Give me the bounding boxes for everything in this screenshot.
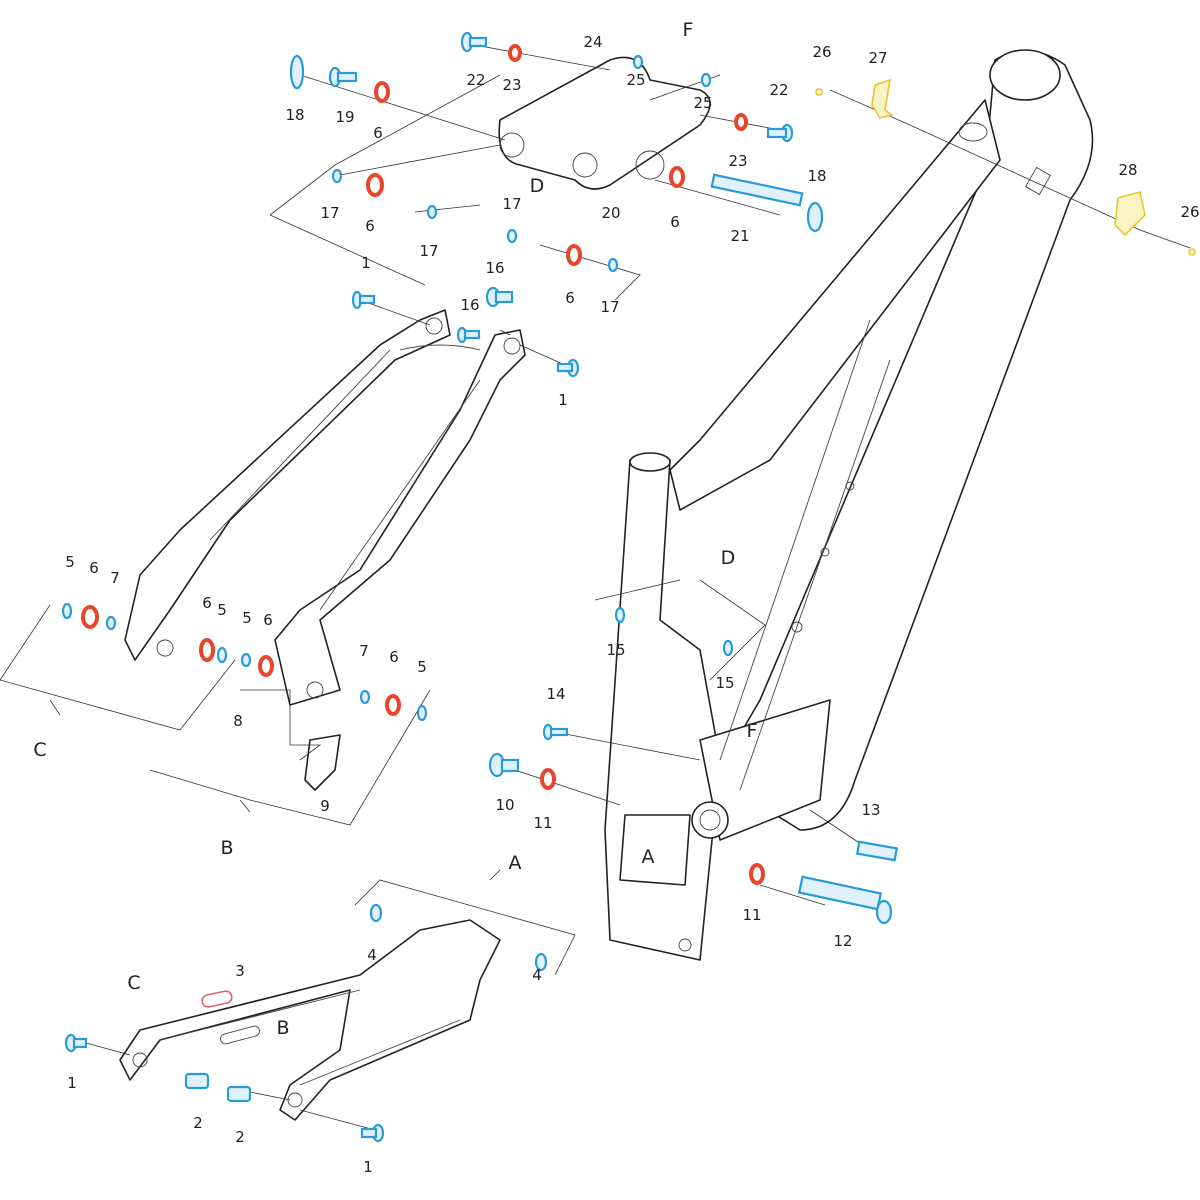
callout: 27 (868, 49, 887, 67)
callout: 4 (367, 946, 377, 964)
callout: 16 (460, 296, 479, 314)
callout: 25 (626, 71, 645, 89)
callout: 16 (485, 259, 504, 277)
callout: 21 (730, 227, 749, 245)
callout: 18 (285, 106, 304, 124)
callout: 28 (1118, 161, 1137, 179)
callout: 1 (361, 254, 371, 272)
callout: 1 (67, 1074, 77, 1092)
callout: 23 (502, 76, 521, 94)
callout: 3 (235, 962, 245, 980)
callout: 25 (693, 94, 712, 112)
callout: 9 (320, 797, 330, 815)
callout: 24 (583, 33, 602, 51)
blue-hardware (61, 31, 899, 1143)
callout: 7 (359, 642, 369, 660)
callout: C (33, 739, 46, 761)
callout: 6 (89, 559, 99, 577)
leader-lines (0, 44, 1191, 1131)
callout: 10 (495, 796, 514, 814)
main-frame (604, 49, 1094, 961)
callout: F (747, 720, 758, 742)
callout: 4 (532, 966, 542, 984)
callout: 26 (1180, 203, 1199, 221)
callout: 5 (417, 658, 427, 676)
callout: 6 (202, 594, 212, 612)
callout: 14 (546, 685, 565, 703)
callout: 6 (670, 213, 680, 231)
callout: 7 (110, 569, 120, 587)
callout: 17 (502, 195, 521, 213)
callout: A (642, 846, 655, 868)
callout: 5 (242, 609, 252, 627)
callout: 5 (217, 601, 227, 619)
callout: 2 (235, 1128, 245, 1146)
callout: 26 (812, 43, 831, 61)
callout: 22 (466, 71, 485, 89)
chainstay (119, 919, 501, 1121)
callout: 6 (373, 124, 383, 142)
callout: 15 (606, 641, 625, 659)
callout: D (530, 175, 545, 197)
callout: 6 (565, 289, 575, 307)
callout: D (721, 547, 736, 569)
callout: B (276, 1017, 289, 1039)
callout: 12 (833, 932, 852, 950)
callout: 22 (769, 81, 788, 99)
callout: 6 (263, 611, 273, 629)
callout-labels: 18 19 6 22 23 24 25 F 25 22 23 26 27 28 … (33, 19, 1199, 1176)
callout: 17 (419, 242, 438, 260)
red-bearings (81, 44, 765, 885)
callout: 1 (363, 1158, 373, 1176)
seatstay (124, 309, 526, 791)
callout: 1 (558, 391, 568, 409)
callout: 19 (335, 108, 354, 126)
callout: 13 (861, 801, 880, 819)
callout: C (127, 972, 140, 994)
callout: 15 (715, 674, 734, 692)
callout: 2 (193, 1114, 203, 1132)
callout: F (683, 19, 694, 41)
callout: 11 (742, 906, 761, 924)
cover-plate (201, 990, 233, 1008)
callout: 23 (728, 152, 747, 170)
callout: 20 (601, 204, 620, 222)
callout: 17 (600, 298, 619, 316)
callout: 6 (389, 648, 399, 666)
callout: 5 (65, 553, 75, 571)
cable-guides (815, 78, 1196, 256)
callout: 18 (807, 167, 826, 185)
callout: 6 (365, 217, 375, 235)
callout: B (220, 837, 233, 859)
callout: 11 (533, 814, 552, 832)
callout: A (509, 852, 522, 874)
callout: 8 (233, 712, 243, 730)
callout: 17 (320, 204, 339, 222)
